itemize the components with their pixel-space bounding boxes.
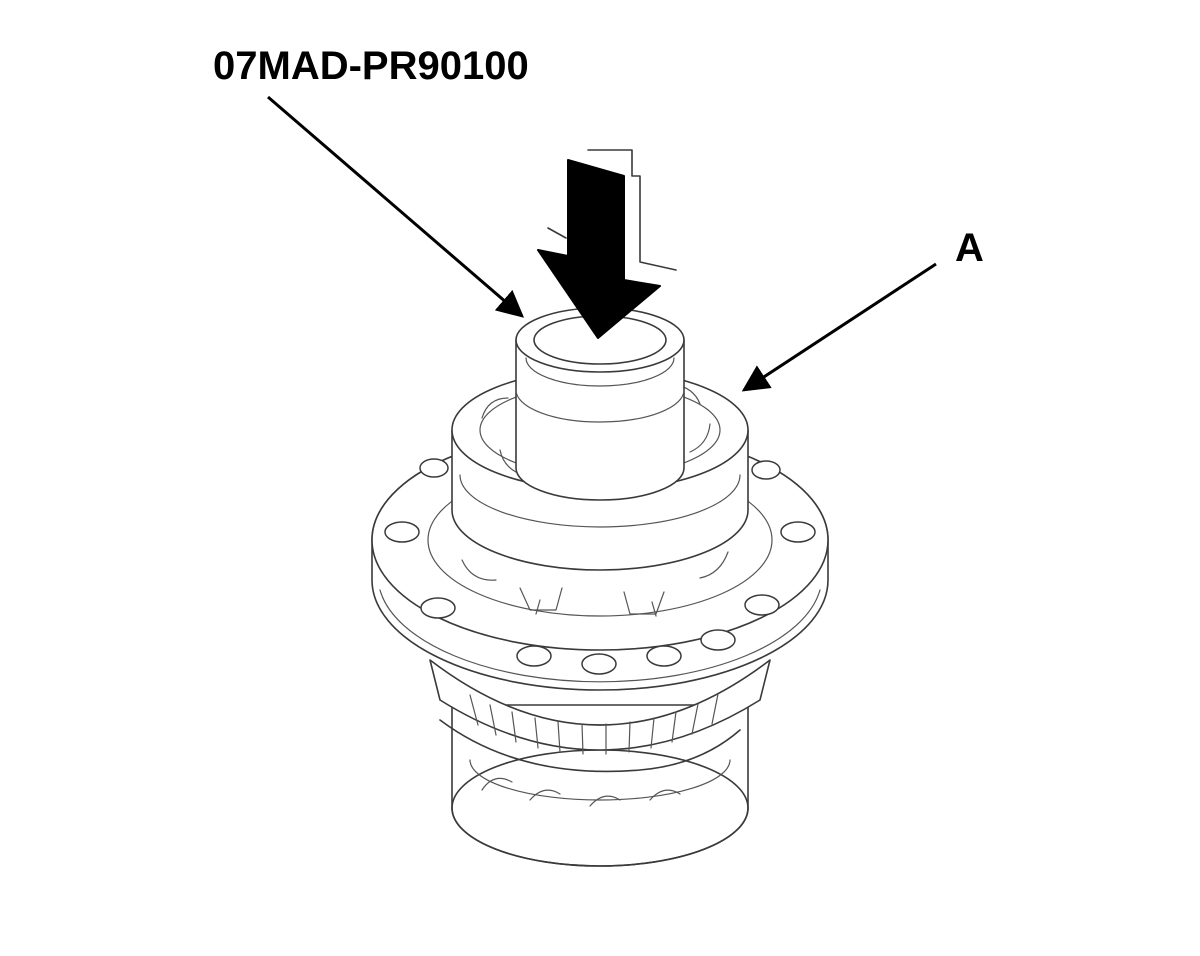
bearing-callout-label: A [955,226,984,270]
installer-tool [515,307,685,501]
lower-bearing [451,704,749,867]
press-force-arrow-icon [537,149,677,339]
ring-gear [429,659,771,773]
bearing-leader-line [741,262,937,392]
tool-part-number-label: 07MAD-PR90100 [213,44,529,88]
tool-leader-line [267,95,525,318]
